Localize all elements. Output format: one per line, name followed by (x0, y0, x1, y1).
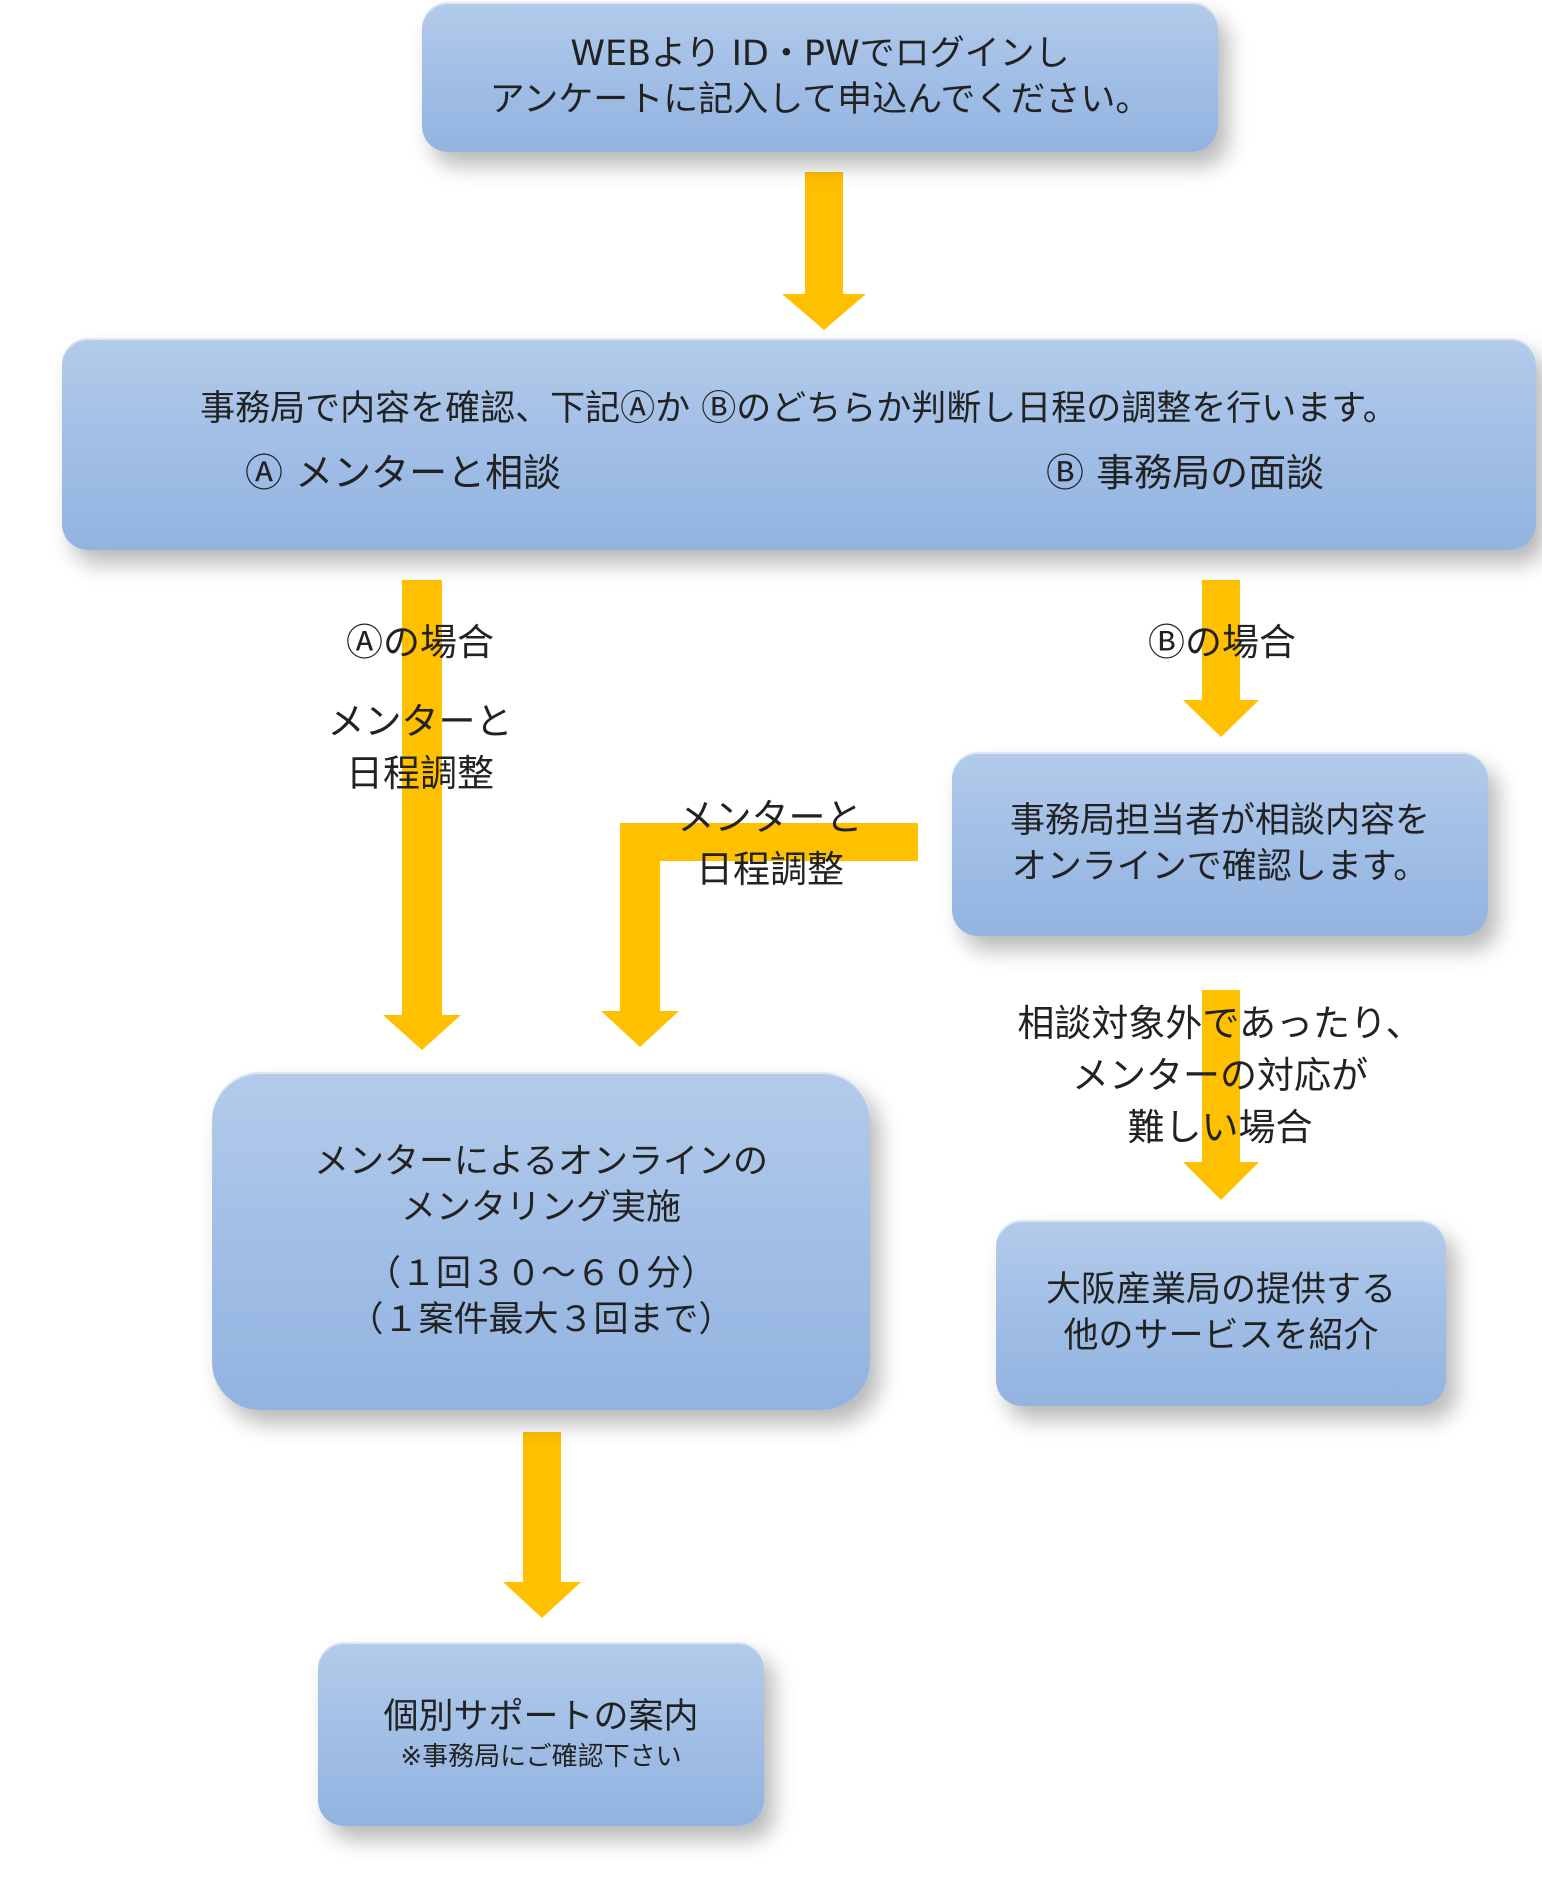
other-services-line1: 大阪産業局の提供する (1045, 1270, 1396, 1310)
individual-support-line2: ※事務局にご確認下さい (400, 1742, 682, 1772)
review-box: 事務局で内容を確認、下記Ⓐか Ⓑのどちらか判断し日程の調整を行います。 Ⓐ メン… (62, 338, 1536, 550)
arrow-start-to-review (782, 172, 866, 330)
start-box: WEBより ID・PWでログインし アンケートに記入して申込んでください。 (422, 2, 1218, 152)
to-mentor-line1: メンターと (677, 796, 863, 839)
review-line1: 事務局で内容を確認、下記Ⓐか Ⓑのどちらか判断し日程の調整を行います。 (200, 389, 1398, 429)
out-of-scope-line2: メンターの対応が (1072, 1054, 1368, 1097)
case-a-note-line1: メンターと (327, 700, 513, 743)
arrow-a-to-mentoring (383, 580, 461, 1050)
out-of-scope-line3: 難しい場合 (1127, 1106, 1313, 1149)
case-b-label: Ⓑの場合 (1148, 621, 1296, 664)
mentoring-line3: （１回３０～６０分） (365, 1254, 716, 1294)
staff-check-box: 事務局担当者が相談内容を オンラインで確認します。 (952, 752, 1488, 936)
other-services-line2: 他のサービスを紹介 (1063, 1316, 1379, 1356)
arrow-mentoring-to-individual-support (503, 1432, 581, 1618)
out-of-scope-label: 相談対象外であったり、 メンターの対応が 難しい場合 (960, 998, 1480, 1154)
out-of-scope-line1: 相談対象外であったり、 (1017, 1002, 1423, 1045)
arrow-staff-check-to-other-services (1183, 990, 1259, 1200)
case-a-note-line2: 日程調整 (346, 752, 494, 795)
to-mentor-label: メンターと 日程調整 (640, 792, 900, 896)
individual-support-box: 個別サポートの案内 ※事務局にご確認下さい (318, 1642, 764, 1826)
other-services-box: 大阪産業局の提供する 他のサービスを紹介 (996, 1220, 1446, 1406)
case-a-note: メンターと 日程調整 (280, 696, 560, 800)
mentoring-line4: （１案件最大３回まで） (348, 1300, 734, 1340)
option-b: Ⓑ 事務局の面談 (1046, 451, 1325, 495)
staff-check-line1: 事務局担当者が相談内容を (1009, 801, 1430, 841)
staff-check-line2: オンラインで確認します。 (1011, 847, 1429, 887)
individual-support-line1: 個別サポートの案内 (383, 1697, 699, 1737)
arrow-staff-check-to-mentoring (601, 823, 918, 1047)
mentoring-box: メンターによるオンラインの メンタリング実施 （１回３０～６０分） （１案件最大… (212, 1072, 870, 1410)
start-line1: WEBより ID・PWでログインし (570, 34, 1070, 74)
start-line2: アンケートに記入して申込んでください。 (489, 80, 1151, 120)
case-a-label: Ⓐの場合 (346, 621, 494, 664)
arrow-b-to-staff-check (1183, 580, 1259, 737)
option-a: Ⓐ メンターと相談 (245, 451, 562, 495)
mentoring-line2: メンタリング実施 (400, 1188, 681, 1228)
to-mentor-line2: 日程調整 (696, 848, 844, 891)
mentoring-line1: メンターによるオンラインの (314, 1142, 768, 1182)
